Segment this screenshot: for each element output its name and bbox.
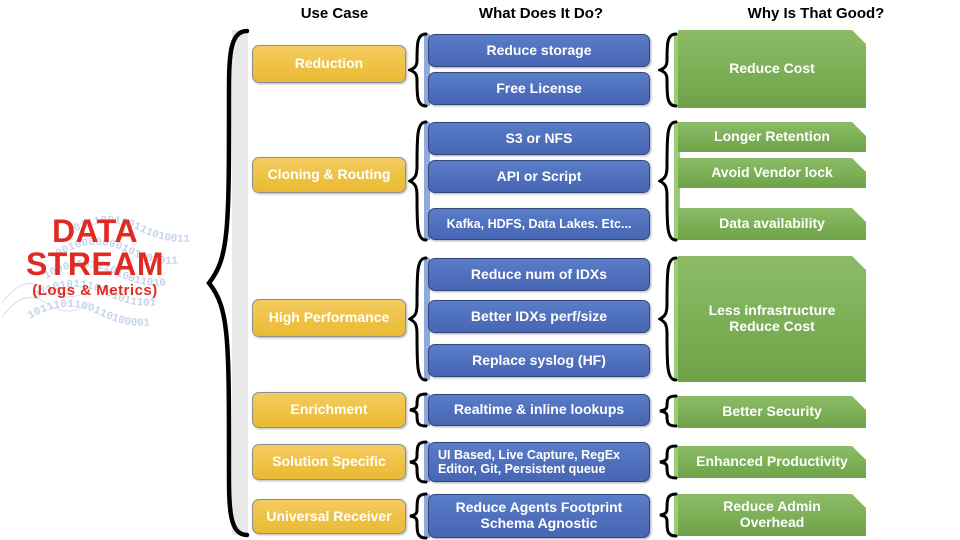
- why-box[interactable]: Reduce Cost: [678, 30, 866, 108]
- why-box[interactable]: Data availability: [678, 208, 866, 240]
- brace-what-row-4-icon: [409, 392, 428, 428]
- brace-sliver: [674, 34, 680, 106]
- logo-text-block: DATA STREAM (Logs & Metrics): [0, 215, 190, 299]
- data-stream-logo: 1011100110111010011 0010000000101101011 …: [0, 195, 225, 340]
- brace-why-row-4-icon: [659, 394, 678, 428]
- why-box[interactable]: Better Security: [678, 396, 866, 428]
- why-box[interactable]: Avoid Vendor lock: [678, 158, 866, 188]
- brace-why-row-1-icon: [658, 32, 678, 108]
- brace-sliver: [674, 122, 680, 240]
- what-box[interactable]: Kafka, HDFS, Data Lakes. Etc...: [428, 208, 650, 240]
- use-case-box[interactable]: Reduction: [252, 45, 406, 83]
- grey-band: [232, 30, 248, 535]
- brace-what-row-5-icon: [409, 440, 428, 484]
- use-case-box[interactable]: Cloning & Routing: [252, 157, 406, 193]
- brace-sliver: [674, 494, 680, 536]
- brace-sliver: [424, 394, 430, 426]
- column-header-why-is-that-good: Why Is That Good?: [747, 5, 885, 22]
- brace-why-row-6-icon: [659, 492, 678, 538]
- brace-sliver: [674, 258, 680, 380]
- brace-sliver: [674, 396, 680, 426]
- why-box[interactable]: Less infrastructure Reduce Cost: [678, 256, 866, 382]
- brace-what-row-3-icon: [408, 256, 428, 382]
- logo-line-1: DATA: [51, 213, 139, 249]
- what-box[interactable]: Better IDXs perf/size: [428, 300, 650, 333]
- brace-why-row-3-icon: [658, 256, 678, 382]
- brace-why-row-2-icon: [658, 120, 678, 242]
- use-case-box[interactable]: High Performance: [252, 299, 406, 337]
- use-case-box[interactable]: Universal Receiver: [252, 499, 406, 534]
- brace-what-row-2-icon: [408, 120, 428, 242]
- use-case-box[interactable]: Enrichment: [252, 392, 406, 428]
- brace-sliver: [424, 122, 430, 240]
- svg-text:1011101100110100001: 1011101100110100001: [26, 299, 151, 330]
- what-box[interactable]: Free License: [428, 72, 650, 105]
- what-box[interactable]: API or Script: [428, 160, 650, 193]
- what-box[interactable]: Replace syslog (HF): [428, 344, 650, 377]
- column-header-use-case: Use Case: [300, 5, 369, 22]
- column-header-what-does-it-do: What Does It Do?: [478, 5, 604, 22]
- brace-what-row-6-icon: [409, 492, 428, 540]
- brace-sliver: [424, 34, 430, 106]
- what-box[interactable]: S3 or NFS: [428, 122, 650, 155]
- use-case-box[interactable]: Solution Specific: [252, 444, 406, 480]
- logo-subtitle: (Logs & Metrics): [32, 282, 158, 300]
- what-box[interactable]: Realtime & inline lookups: [428, 394, 650, 426]
- brace-sliver: [424, 258, 430, 380]
- what-box[interactable]: UI Based, Live Capture, RegEx Editor, Gi…: [428, 442, 650, 482]
- logo-line-2: STREAM: [25, 245, 165, 282]
- brace-why-row-5-icon: [659, 444, 678, 480]
- main-curly-brace-icon: [206, 28, 250, 538]
- what-box[interactable]: Reduce num of IDXs: [428, 258, 650, 291]
- brace-sliver: [424, 494, 430, 538]
- brace-what-row-1-icon: [408, 32, 428, 108]
- why-box[interactable]: Longer Retention: [678, 122, 866, 152]
- why-box[interactable]: Reduce Admin Overhead: [678, 494, 866, 536]
- brace-sliver: [424, 442, 430, 482]
- what-box[interactable]: Reduce storage: [428, 34, 650, 67]
- why-box[interactable]: Enhanced Productivity: [678, 446, 866, 478]
- what-box[interactable]: Reduce Agents Footprint Schema Agnostic: [428, 494, 650, 538]
- brace-sliver: [674, 446, 680, 478]
